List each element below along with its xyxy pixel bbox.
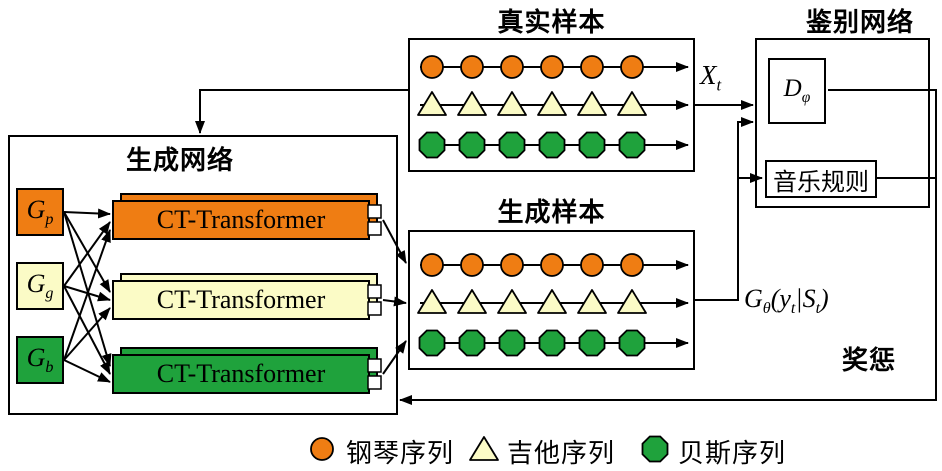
- generator-gp-box: Gp: [16, 188, 64, 236]
- generator-box: [8, 135, 398, 415]
- generated-samples-title: 生成样本: [497, 198, 606, 227]
- reward-label: 奖惩: [842, 346, 897, 375]
- ct-transformer-piano: CT-Transformer: [112, 193, 378, 240]
- real-samples-title: 真实样本: [497, 8, 606, 37]
- real-samples-box: [408, 38, 695, 172]
- generated-to-discriminator-arrow: [695, 117, 754, 301]
- xt-label: Xt: [700, 60, 722, 95]
- ct-transformer-guitar: CT-Transformer: [112, 273, 378, 320]
- generator-title: 生成网络: [125, 146, 234, 175]
- d-phi-label: Dφ: [783, 75, 811, 106]
- gg-label: Gg: [26, 268, 54, 303]
- music-rules-box: 音乐规则: [765, 160, 877, 198]
- piano-legend-icon: [310, 437, 334, 461]
- guitar-legend-icon: [469, 436, 499, 461]
- bass-legend-icon: [641, 435, 669, 463]
- ct-transformer-label: CT-Transformer: [156, 359, 326, 388]
- discriminator-title: 鉴别网络: [805, 8, 914, 37]
- ct-transformer-label: CT-Transformer: [156, 205, 326, 234]
- ct-transformer-bass: CT-Transformer: [112, 347, 378, 394]
- g-output-label: Gθ(yt|St): [744, 284, 829, 318]
- legend-guitar-label: 吉他序列: [507, 439, 616, 468]
- gp-label: Gp: [26, 194, 54, 229]
- generated-samples-box: [408, 230, 695, 370]
- gb-label: Gb: [26, 342, 54, 377]
- generator-gb-box: Gb: [16, 336, 64, 384]
- legend-bass-label: 贝斯序列: [678, 439, 787, 468]
- ct-transformer-label: CT-Transformer: [156, 285, 326, 314]
- music-rules-label: 音乐规则: [773, 169, 869, 196]
- generator-gg-box: Gg: [16, 262, 64, 310]
- d-phi-box: Dφ: [768, 58, 826, 124]
- legend-piano-label: 钢琴序列: [346, 439, 455, 468]
- real-to-generator-arrow: [195, 89, 408, 134]
